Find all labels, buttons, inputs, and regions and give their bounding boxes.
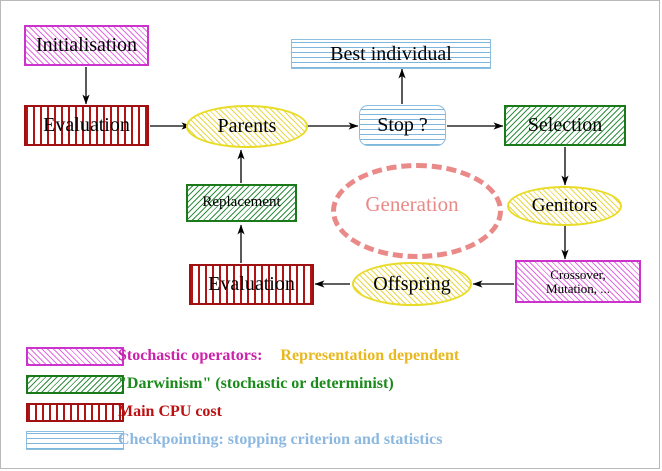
node-genitors-label: Genitors [531,195,598,217]
node-crossover-mutation[interactable]: Crossover, Mutation, ... [515,260,641,303]
legend-swatch-main-cpu-cost [26,403,124,422]
node-replacement-label: Replacement [202,194,281,211]
legend-swatch-stochastic-operators [26,347,124,366]
node-initialisation[interactable]: Initialisation [24,25,149,66]
legend-sublabel-representation-dependent: Representation dependent [280,347,460,364]
node-replacement[interactable]: Replacement [186,184,297,222]
legend-label-darwinism: "Darwinism" (stochastic or determinist) [118,375,394,392]
generation-label: Generation [365,192,459,216]
node-evaluation-top-label: Evaluation [43,114,130,136]
node-evaluation-bottom[interactable]: Evaluation [189,264,314,305]
legend-label-stochastic-operators-text: Stochastic operators: [118,347,263,364]
node-parents[interactable]: Parents [186,105,308,148]
node-best-individual[interactable]: Best individual [291,39,491,69]
node-evaluation-bottom-label: Evaluation [208,273,295,295]
node-crossover-mutation-label: Crossover, Mutation, ... [546,266,610,296]
legend-label-checkpointing: Checkpointing: stopping criterion and st… [118,431,443,448]
node-stop-label: Stop ? [377,114,428,136]
node-genitors[interactable]: Genitors [507,186,622,226]
node-selection-label: Selection [527,114,603,136]
generation-ellipse [331,163,503,259]
node-selection[interactable]: Selection [504,105,626,146]
node-offspring-label: Offspring [373,272,451,295]
node-parents-label: Parents [217,115,277,137]
node-best-individual-label: Best individual [330,42,452,65]
node-stop[interactable]: Stop ? [359,105,446,146]
legend-label-stochastic-operators: Stochastic operators: Representation dep… [118,347,459,365]
node-evaluation-top[interactable]: Evaluation [24,105,149,146]
legend-swatch-darwinism [26,375,124,394]
legend-swatch-checkpointing [26,431,124,450]
node-offspring[interactable]: Offspring [352,262,472,306]
legend-label-main-cpu-cost: Main CPU cost [118,403,222,420]
node-initialisation-label: Initialisation [35,34,138,56]
